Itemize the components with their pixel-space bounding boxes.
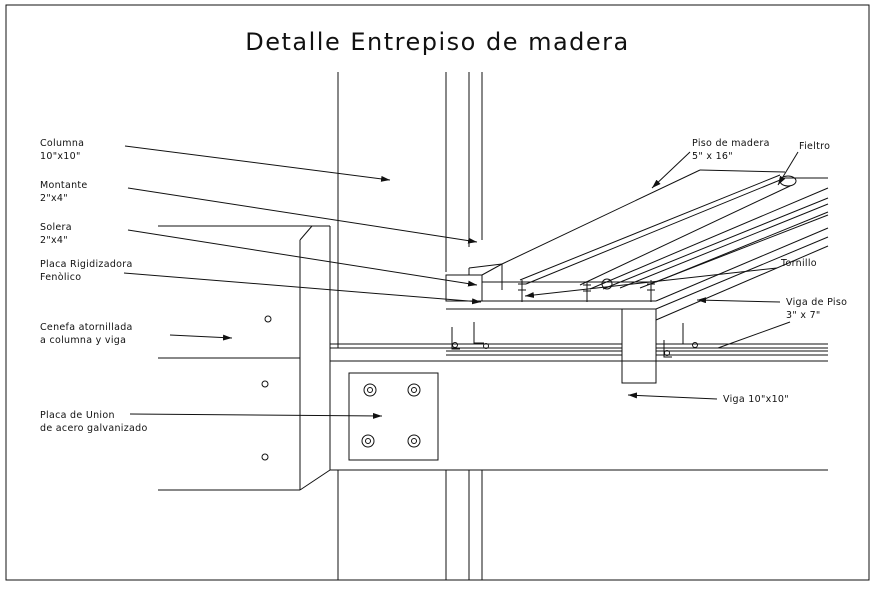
label-fieltro: Fieltro xyxy=(799,141,831,152)
beam xyxy=(330,344,828,470)
union-plate xyxy=(349,373,438,460)
label-tornillo: Tornillo xyxy=(781,258,817,269)
floor-joist xyxy=(622,246,828,383)
angle-brackets xyxy=(452,322,698,357)
fascia xyxy=(158,226,330,490)
floor-boards xyxy=(502,170,828,289)
label-viga: Viga 10"x10" xyxy=(723,394,789,405)
screws xyxy=(518,280,655,302)
column xyxy=(338,72,482,580)
leader-lines xyxy=(124,146,798,419)
drawing-title: Detalle Entrepiso de madera xyxy=(245,28,630,56)
floor-plate xyxy=(446,212,828,309)
sheet-border xyxy=(6,5,869,580)
